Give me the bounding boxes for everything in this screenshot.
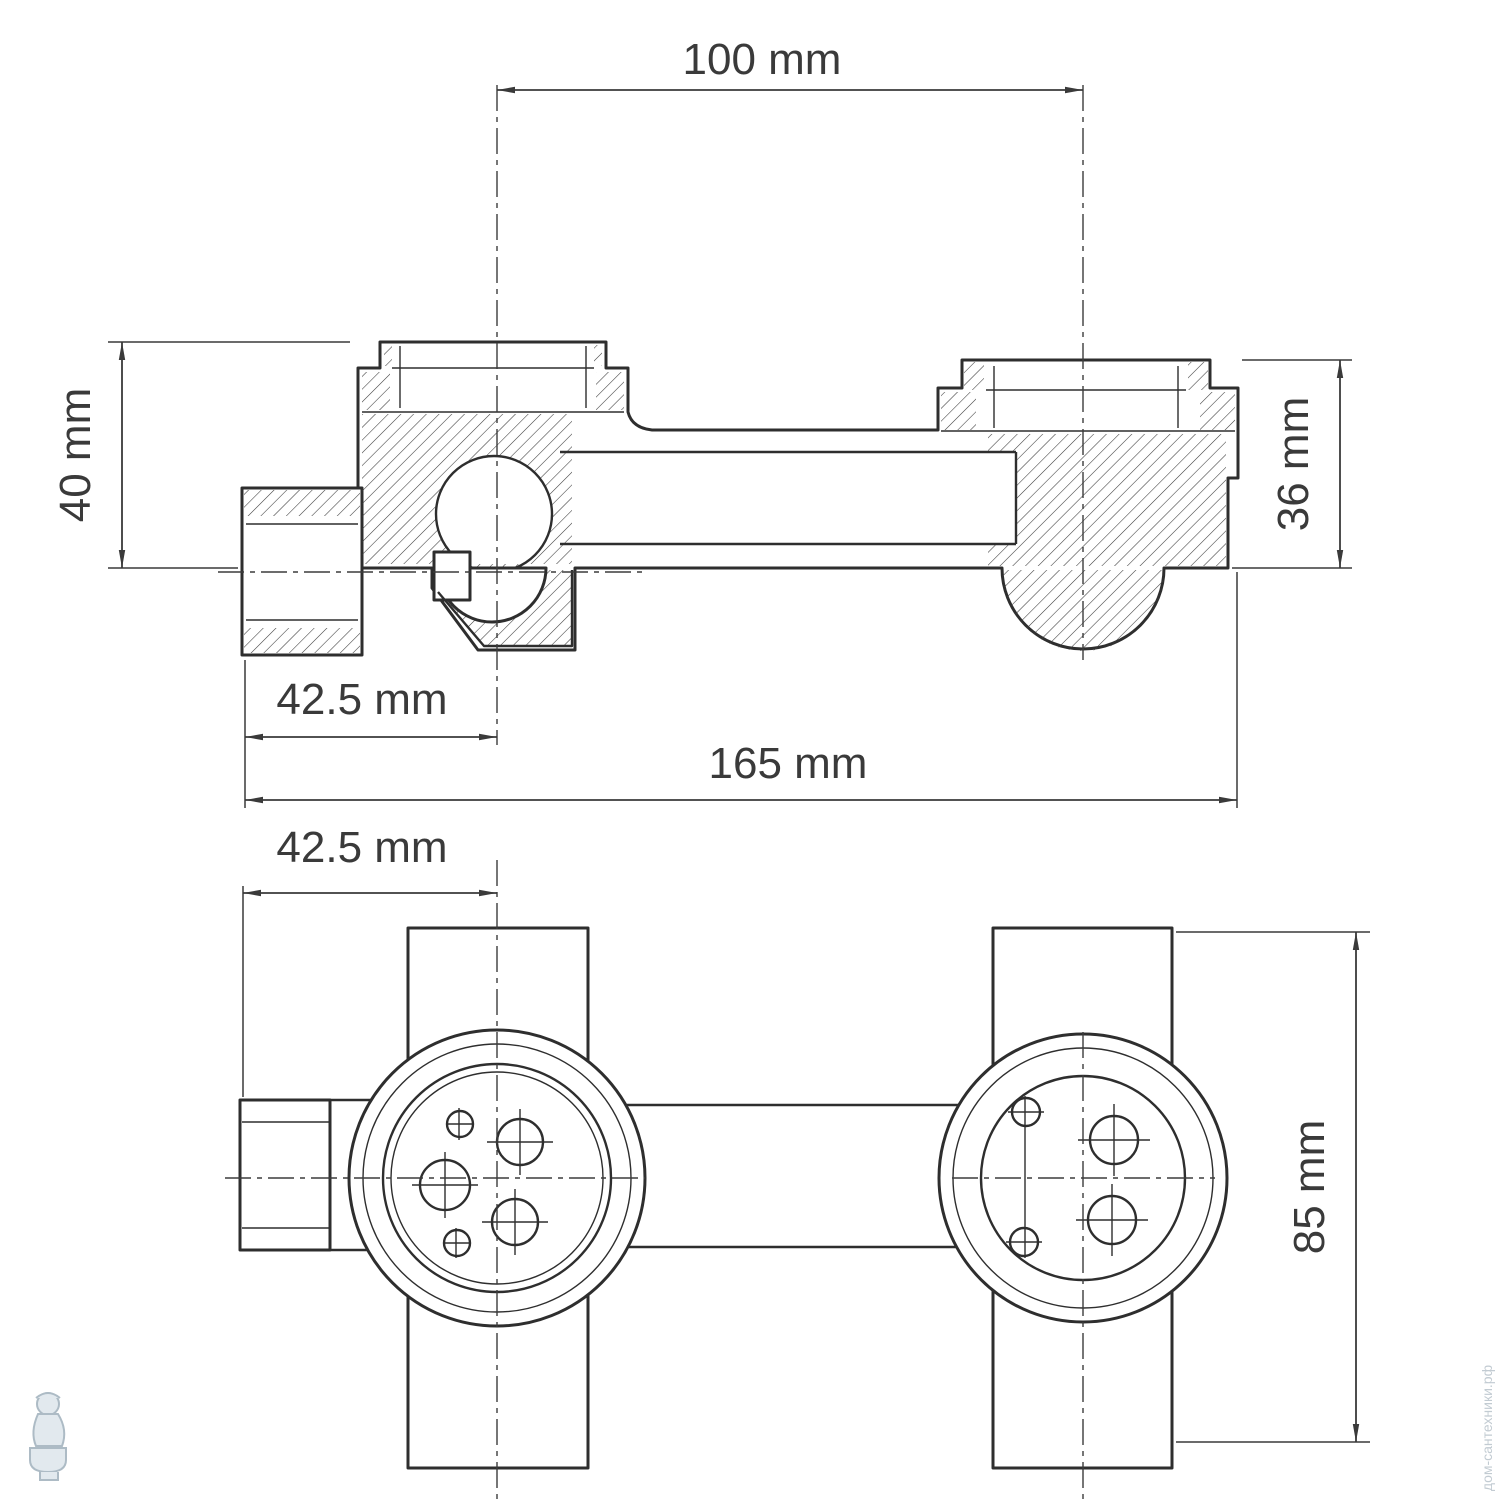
dimension-40mm: 40 mm — [51, 341, 350, 569]
plan-view — [225, 860, 1229, 1502]
right-boss-thread-lines — [986, 366, 1186, 428]
left-hole-crosshairs — [412, 1108, 553, 1258]
channel-bore — [574, 452, 1016, 544]
right-lip-hatch-l — [964, 362, 984, 390]
channel-lines — [560, 450, 1018, 546]
dim-85mm-ext — [1176, 931, 1370, 1443]
left-boss-wall-hatch-l — [362, 372, 390, 410]
dimension-165mm: 165 mm — [245, 572, 1238, 808]
port-thread-lines — [246, 523, 358, 621]
right-boss-bore — [986, 363, 1186, 430]
plan-left-port-thread-lines — [242, 1121, 330, 1229]
dim-42-5mm-section-label: 42.5 mm — [276, 675, 447, 724]
right-lip-hatch-r — [1188, 362, 1208, 390]
watermark-text: дом-сантехники.рф — [1479, 1365, 1495, 1491]
insert-detail — [432, 550, 472, 602]
connecting-bar-lines — [626, 1103, 959, 1249]
dim-36mm-ext — [1232, 359, 1352, 569]
dim-100mm-label: 100 mm — [683, 35, 842, 84]
dim-85mm-label: 85 mm — [1285, 1120, 1334, 1254]
dim-165mm-label: 165 mm — [709, 739, 868, 788]
wedge-outline — [437, 570, 574, 648]
port-wall-hatch-top — [244, 490, 360, 516]
mascot-toilet-base — [39, 1472, 59, 1481]
left-boss-bore — [392, 344, 594, 410]
dimension-85mm: 85 mm — [1176, 931, 1370, 1443]
dim-40mm-label: 40 mm — [51, 388, 100, 522]
side-section-view — [218, 85, 1240, 745]
watermark-logo — [29, 1392, 67, 1481]
dim-36mm-label: 36 mm — [1269, 397, 1318, 531]
mascot-cap — [35, 1392, 61, 1399]
right-block-hatch — [988, 434, 1226, 566]
left-boss-thread-lines — [392, 346, 594, 408]
mascot-toilet — [29, 1447, 67, 1474]
right-boss-wall-hatch-r — [1200, 392, 1235, 430]
dimension-42-5mm-plan: 42.5 mm — [242, 823, 497, 1097]
port-bore — [244, 518, 360, 626]
right-boss-wall-hatch-l — [941, 392, 976, 430]
left-boss-wall-hatch-r — [596, 372, 624, 410]
mascot-body — [32, 1413, 66, 1447]
port-wall-hatch-bottom — [244, 628, 360, 653]
left-hole-small-north — [445, 1109, 475, 1139]
dimension-100mm: 100 mm — [497, 35, 1083, 94]
dim-40mm-ext — [108, 341, 350, 569]
plan-left-port-neck — [330, 1098, 371, 1252]
dimension-42-5mm-section: 42.5 mm — [244, 660, 497, 808]
left-hole-small-south — [442, 1228, 472, 1258]
right-hole-crosshairs — [1006, 1096, 1150, 1258]
dim-42-5mm-plan-label: 42.5 mm — [276, 823, 447, 872]
left-block-hatch — [362, 414, 572, 572]
dimension-36mm: 36 mm — [1232, 359, 1352, 569]
